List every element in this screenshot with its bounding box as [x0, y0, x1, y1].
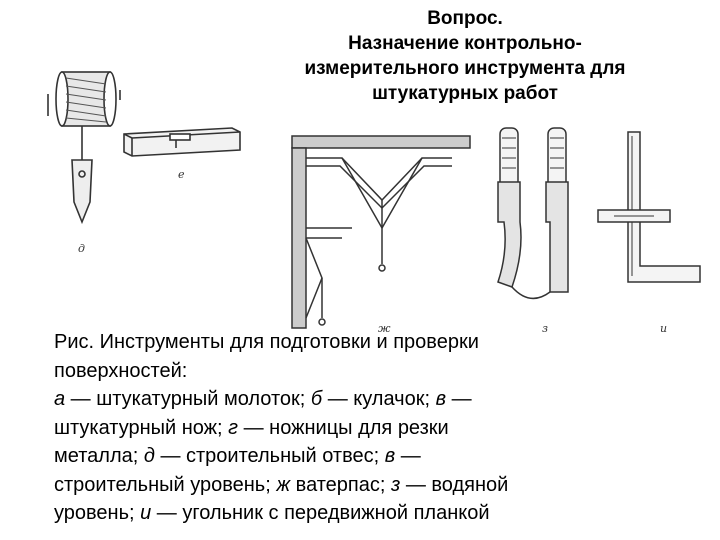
- letter-b: б: [310, 388, 323, 410]
- caption-line-4: штукатурный нож; г — ножницы для резки: [54, 416, 449, 439]
- caption-line-5: металла; д — строительный отвес; в —: [54, 445, 421, 467]
- plumb-label: д: [78, 242, 85, 255]
- letter-i: и: [140, 502, 152, 524]
- figure-caption: Рис. Инструменты для подготовки и провер…: [54, 328, 654, 528]
- title-line-2: Назначение контрольно-: [348, 33, 582, 54]
- letter-g: г: [228, 416, 239, 439]
- letter-zh: ж: [276, 473, 291, 496]
- waterpass-label: ж: [378, 322, 391, 335]
- letter-z: з: [391, 473, 401, 496]
- square-label: и: [660, 322, 668, 335]
- letter-v: в: [435, 388, 447, 410]
- level-label: е: [178, 168, 185, 181]
- plumb-bob-illustration: [47, 71, 121, 225]
- letter-a: а: [54, 388, 66, 410]
- caption-line-6: строительный уровень; ж ватерпас; з — во…: [54, 473, 509, 496]
- caption-line-3: а — штукатурный молоток; б — кулачок; в …: [54, 388, 472, 410]
- square-illustration: [597, 131, 701, 283]
- letter-v2: в: [384, 445, 396, 467]
- title-line-4: штукатурных работ: [372, 83, 558, 104]
- water-level-illustration: [497, 127, 569, 300]
- title-line-3: измерительного инструмента для: [304, 58, 626, 79]
- slide-title: Вопрос. Назначение контрольно- измерител…: [255, 6, 675, 106]
- level-illustration: [123, 127, 241, 157]
- title-line-1: Вопрос.: [427, 8, 503, 29]
- letter-d: д: [143, 445, 155, 467]
- caption-line-2: поверхностей:: [54, 359, 188, 382]
- waterpass-illustration: [291, 135, 471, 329]
- caption-line-1: Рис. Инструменты для подготовки и провер…: [54, 331, 479, 353]
- caption-line-7: уровень; и — угольник с передвижной план…: [54, 502, 490, 524]
- water-level-label: з: [542, 322, 548, 335]
